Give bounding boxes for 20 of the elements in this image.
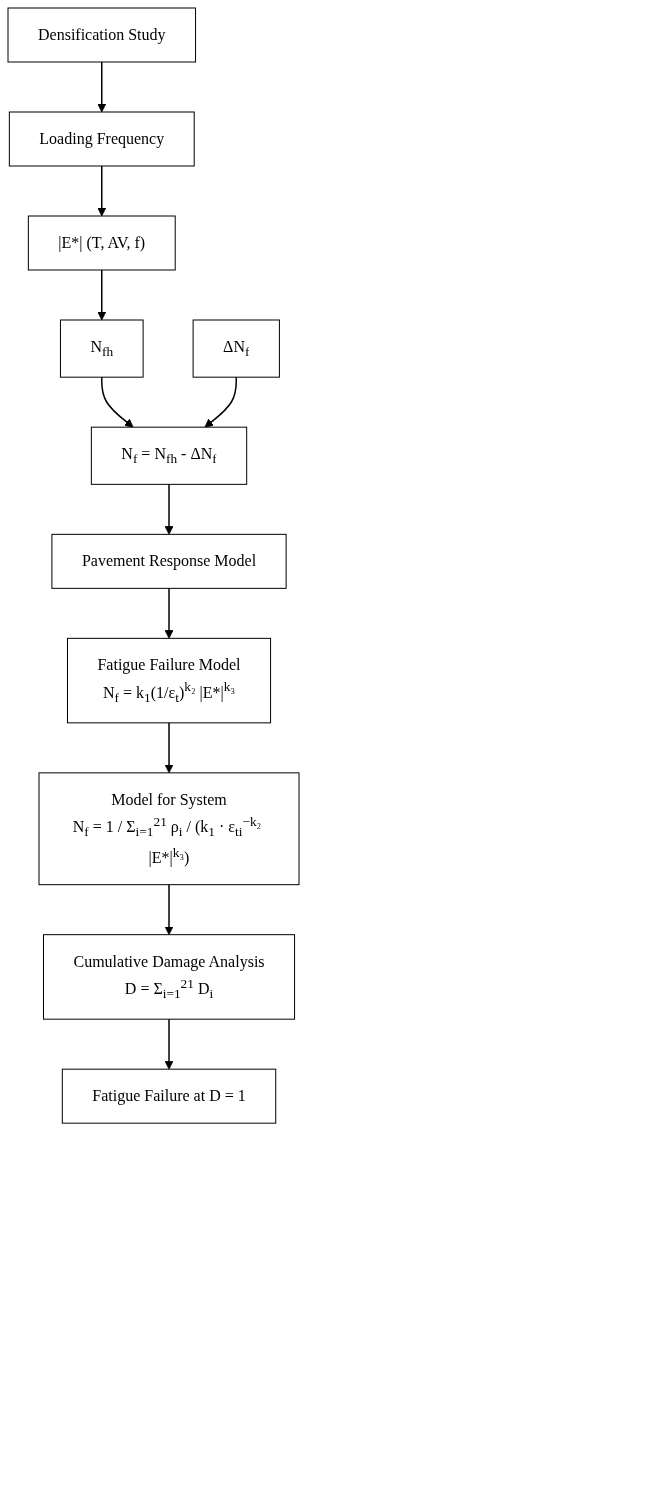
arrow: [97, 61, 107, 113]
arrow: [97, 165, 107, 217]
arrow: [164, 1018, 174, 1070]
node-box: Fatigue Failure at D = 1: [61, 1068, 277, 1124]
node-box: |E*| (T, AV, f): [27, 215, 176, 271]
node-box: Pavement Response Model: [51, 533, 287, 589]
arrow: [101, 376, 134, 428]
node-box: N$_{fh}$: [59, 319, 144, 378]
node-box: Loading Frequency: [8, 111, 195, 167]
arrow: [204, 376, 237, 428]
arrow: [164, 483, 174, 535]
node-box: ΔN$_{f}$: [192, 319, 280, 378]
arrow: [164, 722, 174, 774]
node-box: Cumulative Damage Analysis D = Σ$_{i=1}$$^{21}$ D$_{i}$: [43, 934, 296, 1020]
node-box: N$_{f}$ = N$_{fh}$ - ΔN$_{f}$: [90, 426, 248, 485]
node-box: Densification Study: [7, 7, 197, 63]
arrow: [164, 883, 174, 936]
node-box: Fatigue Failure Model N$_{f}$ = k$_{1}$(1/ε$_{t}$)$^{k₂}$ |E*|$^{k₃}$: [66, 637, 272, 724]
arrow: [164, 587, 174, 639]
arrow: [97, 269, 107, 321]
